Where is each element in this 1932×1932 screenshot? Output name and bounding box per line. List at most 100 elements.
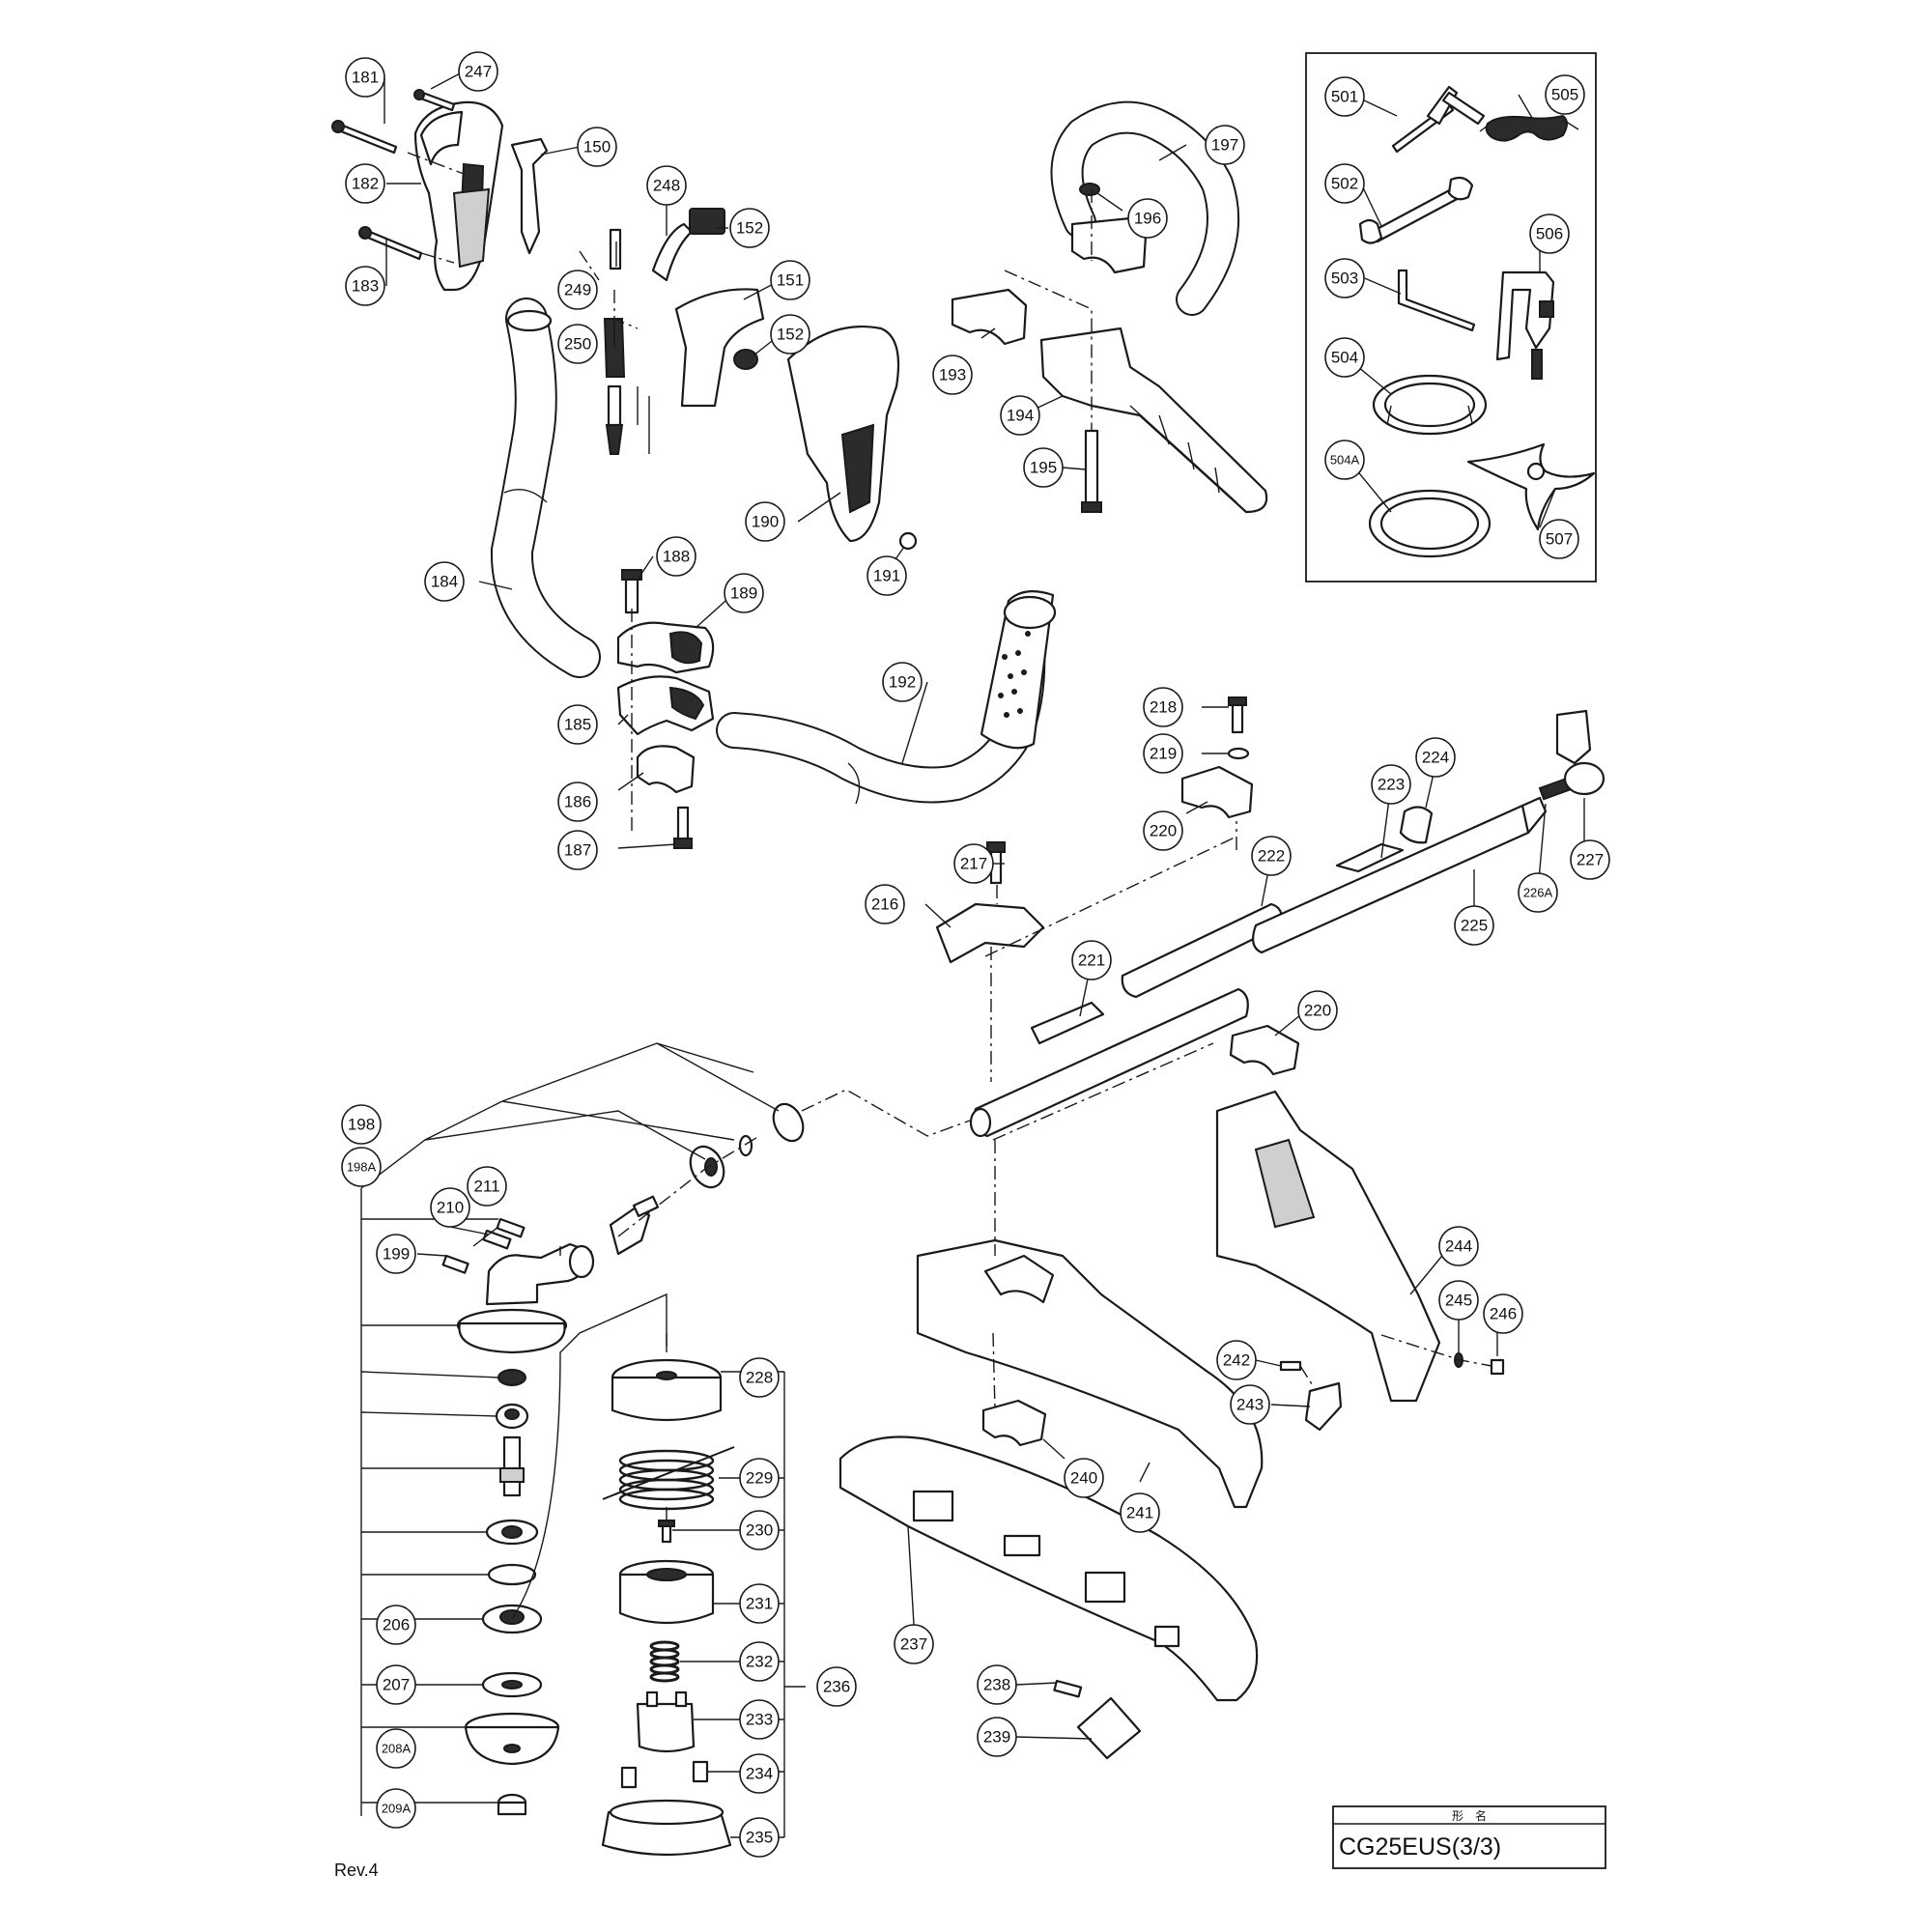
part-bubble-p188: 188 <box>656 536 696 577</box>
snap-ring-drawing <box>487 1563 537 1586</box>
part-bubble-ring <box>729 208 770 248</box>
spool-231-drawing <box>618 1559 715 1625</box>
upper-bracket-drawing <box>1070 216 1148 274</box>
part-number-label: 211 <box>473 1178 499 1196</box>
part-bubble-p237: 237 <box>894 1624 934 1664</box>
bolt-242-drawing <box>1279 1360 1302 1372</box>
part-number-label: 244 <box>1445 1237 1472 1256</box>
screw-247-drawing <box>413 89 456 112</box>
circlip-drawing <box>738 1134 753 1157</box>
part-bubble-ring <box>1324 258 1365 298</box>
part-bubble-p250: 250 <box>557 324 598 364</box>
part-number-label: 209A <box>382 1802 412 1816</box>
bolt-210-drawing <box>482 1229 512 1250</box>
part-bubble-p228: 228 <box>739 1357 780 1398</box>
part-bubble-ring <box>816 1666 857 1707</box>
title-block: 形 名 CG25EUS(3/3) <box>1332 1805 1606 1869</box>
gear-case-drawing <box>456 1242 595 1354</box>
part-bubble-p198A: 198A <box>341 1147 382 1187</box>
label-223-drawing <box>1335 842 1405 873</box>
part-bubble-ring <box>1371 764 1411 805</box>
part-bubble-p219: 219 <box>1143 733 1183 774</box>
part-number-label: 250 <box>564 335 591 354</box>
bolt-211-drawing <box>496 1217 526 1238</box>
part-bubble-p152b: 152 <box>770 314 810 355</box>
eyelet-234-drawing <box>620 1760 709 1789</box>
part-bubble-ring <box>341 1147 382 1187</box>
part-bubble-p192: 192 <box>882 662 923 702</box>
bracket-194-drawing <box>1039 327 1268 514</box>
part-bubble-p181: 181 <box>345 57 385 98</box>
part-bubble-p227: 227 <box>1570 839 1610 880</box>
part-bubble-p183: 183 <box>345 266 385 306</box>
label-221-drawing <box>1030 1001 1105 1045</box>
harness-drawing <box>1495 270 1555 380</box>
part-number-label: 236 <box>823 1678 850 1696</box>
clamp-220-lower-drawing <box>1229 1024 1300 1076</box>
part-number-label: 225 <box>1461 917 1488 935</box>
part-bubble-ring <box>977 1717 1017 1757</box>
part-bubble-ring <box>1438 1226 1479 1266</box>
handle-pipe-192-drawing <box>716 590 1057 805</box>
part-bubble-p224: 224 <box>1415 737 1456 778</box>
part-number-label: 247 <box>465 63 492 81</box>
part-number-label: 187 <box>564 841 591 860</box>
part-bubble-ring <box>882 662 923 702</box>
part-bubble-ring <box>345 163 385 204</box>
bracket-216-drawing <box>935 902 1045 964</box>
part-number-label: 230 <box>746 1521 773 1540</box>
part-number-label: 507 <box>1546 530 1573 549</box>
part-number-label: 506 <box>1536 225 1563 243</box>
label-224-drawing <box>1399 806 1434 844</box>
part-number-label: 208A <box>382 1742 412 1756</box>
part-number-label: 207 <box>383 1676 410 1694</box>
center-lines <box>407 152 1492 1520</box>
part-bubble-p503: 503 <box>1324 258 1365 298</box>
part-number-label: 220 <box>1304 1002 1331 1020</box>
part-number-label: 243 <box>1236 1396 1264 1414</box>
part-bubble-p235: 235 <box>739 1817 780 1858</box>
part-bubble-ring <box>739 1817 780 1858</box>
part-bubble-p244: 244 <box>1438 1226 1479 1266</box>
part-bubble-ring <box>656 536 696 577</box>
part-bubble-p209A: 209A <box>376 1788 416 1829</box>
part-number-label: 503 <box>1331 270 1358 288</box>
bolt-218-drawing <box>1228 696 1247 734</box>
spindle-drawing <box>499 1435 525 1497</box>
part-bubble-ring <box>953 843 994 884</box>
part-number-label: 222 <box>1258 847 1285 866</box>
spanner-wrench-drawing <box>1358 176 1474 244</box>
part-bubble-p150: 150 <box>577 127 617 167</box>
part-number-label: 152 <box>736 219 763 238</box>
part-bubble-ring <box>376 1234 416 1274</box>
switch-152-drawing <box>689 208 725 235</box>
part-number-label: 235 <box>746 1829 773 1847</box>
part-number-label: 182 <box>352 175 379 193</box>
part-bubble-p187: 187 <box>557 830 598 870</box>
part-bubble-p191: 191 <box>867 555 907 596</box>
part-bubble-ring <box>557 781 598 822</box>
part-bubble-p242: 242 <box>1216 1340 1257 1380</box>
part-number-label: 206 <box>383 1616 410 1634</box>
screw-181-drawing <box>331 120 398 155</box>
bolt-195-drawing <box>1081 429 1102 513</box>
part-number-label: 221 <box>1078 952 1105 970</box>
part-bubble-ring <box>376 1788 416 1829</box>
part-number-label: 229 <box>746 1469 773 1488</box>
part-bubble-ring <box>1324 337 1365 378</box>
part-bubble-ring <box>1454 905 1494 946</box>
part-bubble-ring <box>1518 872 1558 913</box>
part-number-label: 216 <box>871 895 898 914</box>
part-bubble-ring <box>1230 1384 1270 1425</box>
part-bubble-p246: 246 <box>1483 1293 1523 1334</box>
part-bubble-ring <box>1120 1492 1160 1533</box>
part-bubble-p182: 182 <box>345 163 385 204</box>
part-number-label: 191 <box>873 567 900 585</box>
case-235-drawing <box>601 1799 732 1857</box>
part-number-label: 232 <box>746 1653 773 1671</box>
part-bubble-p186: 186 <box>557 781 598 822</box>
part-number-label: 190 <box>752 513 779 531</box>
part-number-label: 223 <box>1378 776 1405 794</box>
part-number-label: 218 <box>1150 698 1177 717</box>
part-number-label: 234 <box>746 1765 773 1783</box>
